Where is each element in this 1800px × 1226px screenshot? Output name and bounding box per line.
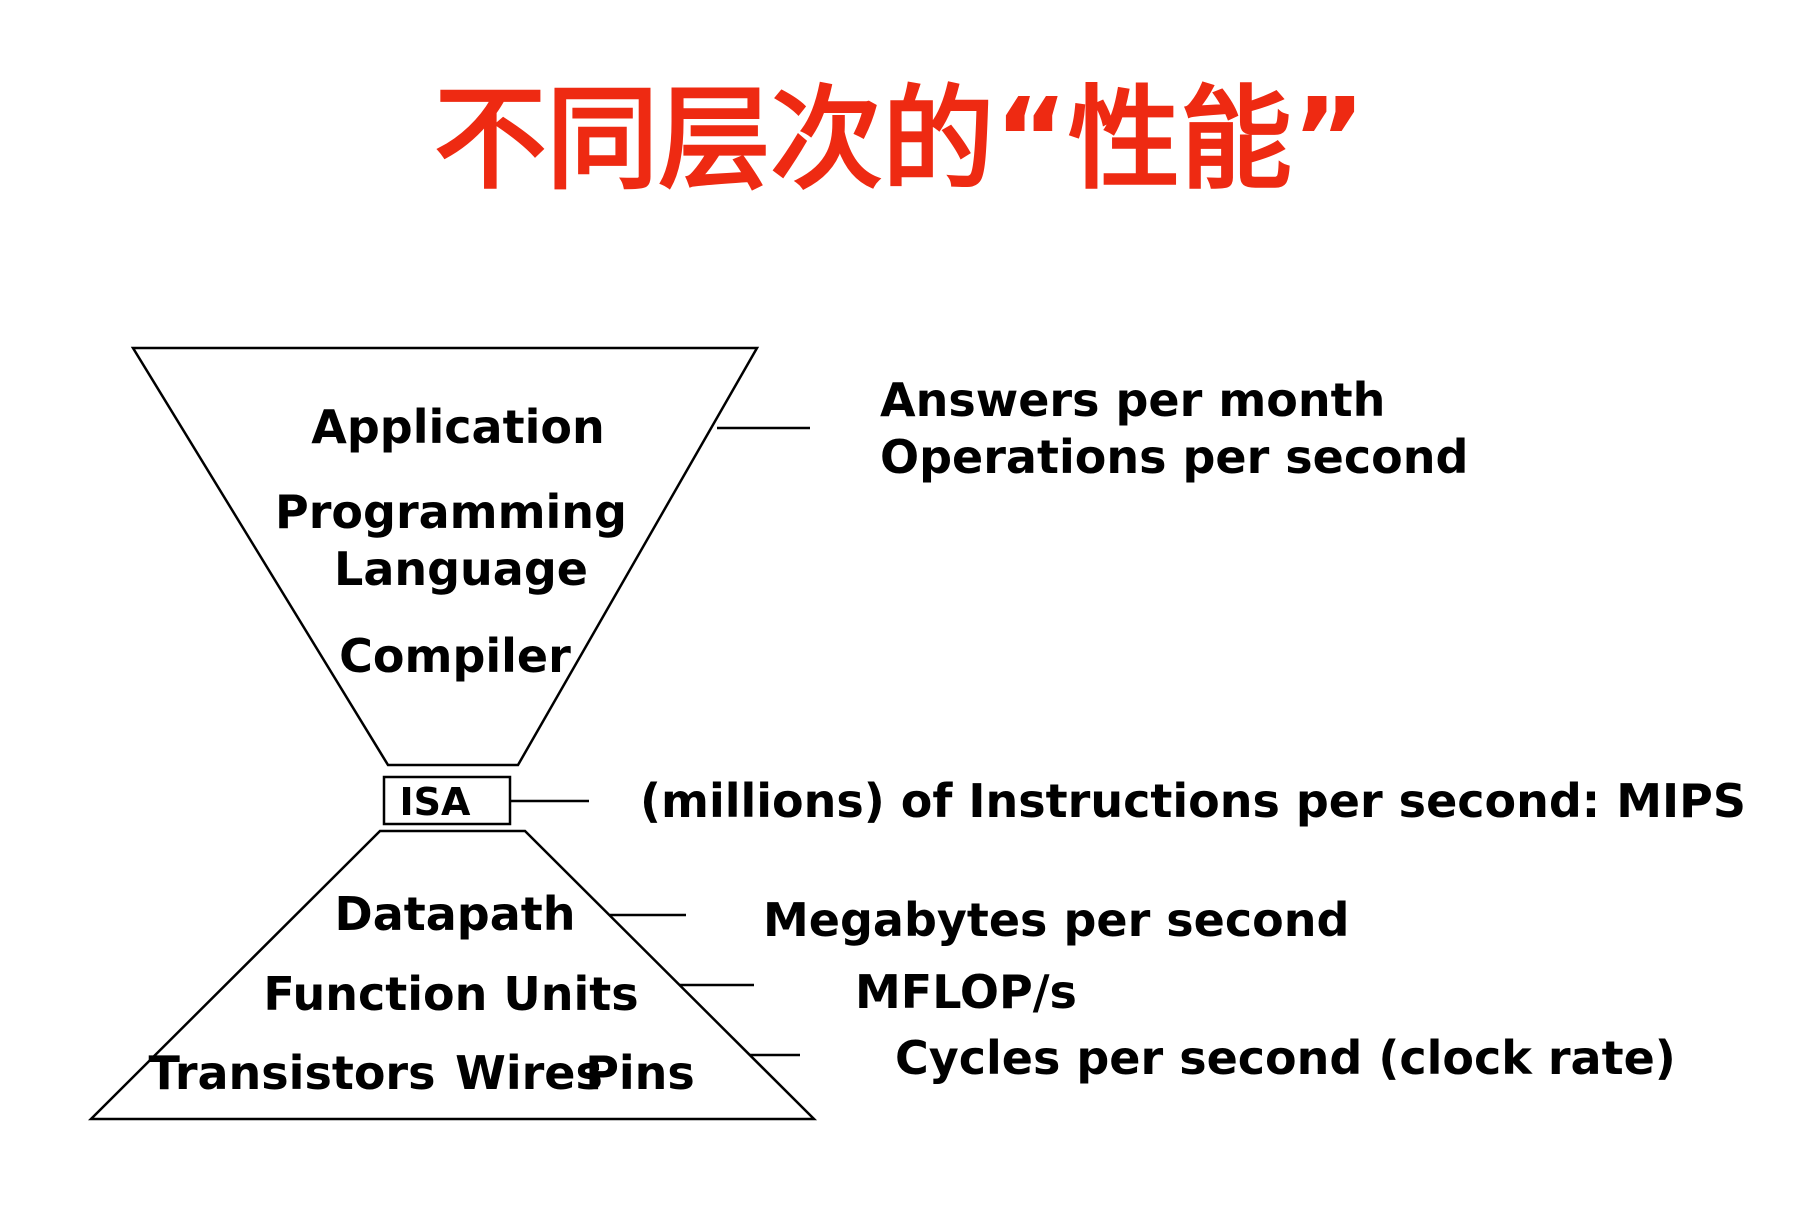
function-units-label: Function Units [263,967,638,1021]
programming-label: Programming [275,485,627,539]
application-label: Application [311,400,604,454]
megabytes-per-second-metric: Megabytes per second [763,893,1349,947]
transistors-label: Transistors [149,1046,436,1100]
answers-per-month-metric: Answers per month [880,373,1385,427]
language-label: Language [334,542,588,596]
isa-label: ISA [400,780,472,824]
datapath-label: Datapath [335,887,576,941]
lower-hardware-pyramid [87,829,818,1121]
wires-label: Wires [455,1046,603,1100]
pins-label: Pins [585,1046,695,1100]
slide-title: 不同层次的“性能” [434,75,1365,205]
mflops-metric: MFLOP/s [855,965,1077,1019]
upper-software-funnel [130,346,760,767]
operations-per-second-metric: Operations per second [880,430,1468,484]
mips-metric: (millions) of Instructions per second: M… [640,774,1746,828]
compiler-label: Compiler [339,629,571,683]
clock-rate-metric: Cycles per second (clock rate) [895,1031,1676,1085]
